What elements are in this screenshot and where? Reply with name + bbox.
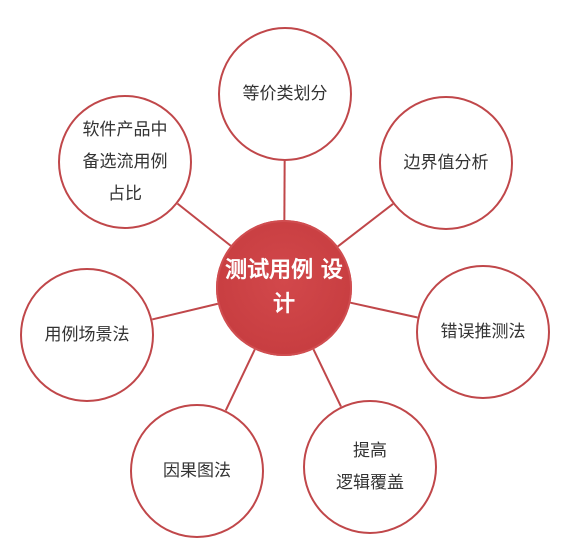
node-cause-effect-graph: 因果图法 — [130, 404, 264, 538]
node-logic-coverage: 提高 逻辑覆盖 — [303, 400, 437, 534]
center-line-1: 测试用例 — [225, 258, 314, 283]
node-label: 因果图法 — [163, 461, 231, 481]
node-label-line-1: 提高 — [353, 441, 387, 461]
node-scenario-method: 用例场景法 — [20, 268, 154, 402]
node-equivalence-partitioning: 等价类划分 — [218, 27, 352, 161]
connector-line-cause-effect-graph — [224, 348, 256, 411]
node-label: 错误推测法 — [440, 322, 526, 342]
node-boundary-value-analysis: 边界值分析 — [379, 96, 513, 230]
connector-line-scenario-method — [151, 302, 219, 321]
center-node: 测试用例 设计 — [216, 220, 352, 356]
node-label: 用例场景法 — [44, 325, 130, 345]
connector-line-alternate-flow-ratio — [176, 202, 232, 247]
node-alternate-flow-ratio: 软件产品中 备选流用例 占比 — [58, 95, 192, 229]
node-label-line-2: 备选流用例 — [82, 152, 168, 172]
connector-line-error-guessing — [350, 301, 418, 319]
node-label-line-1: 软件产品中 — [82, 120, 168, 140]
center-line-2: 设计 — [272, 258, 343, 317]
node-label-line-3: 占比 — [108, 184, 142, 204]
connector-line-logic-coverage — [312, 348, 342, 408]
connector-line-boundary-value-analysis — [337, 203, 394, 248]
node-label: 等价类划分 — [242, 84, 328, 104]
node-label: 边界值分析 — [403, 153, 489, 173]
node-error-guessing: 错误推测法 — [416, 265, 550, 399]
node-label-line-2: 逻辑覆盖 — [336, 473, 404, 493]
